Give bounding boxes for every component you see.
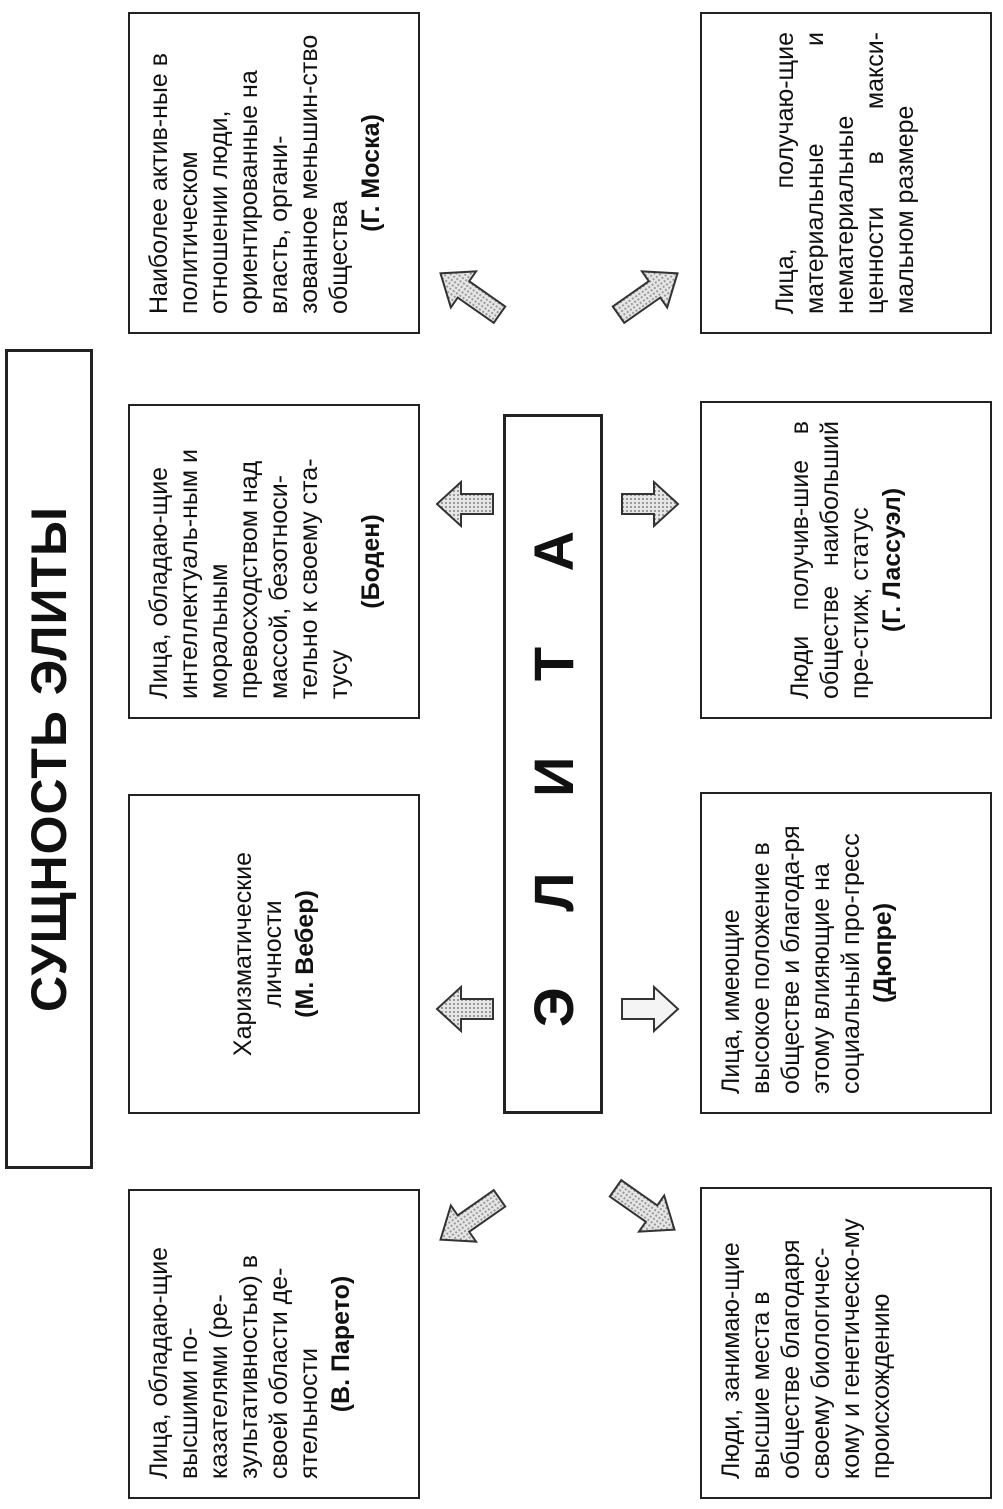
up-arrow-mosca xyxy=(439,270,507,325)
down-arrow-dupre xyxy=(621,984,680,1034)
up-arrow-weber xyxy=(435,984,494,1034)
down-arrow-biological xyxy=(608,1178,676,1233)
up-arrow-pareto xyxy=(439,1188,507,1243)
down-arrow-lasswell xyxy=(621,479,680,529)
down-arrow-values xyxy=(611,270,679,325)
up-arrow-boden xyxy=(435,479,494,529)
